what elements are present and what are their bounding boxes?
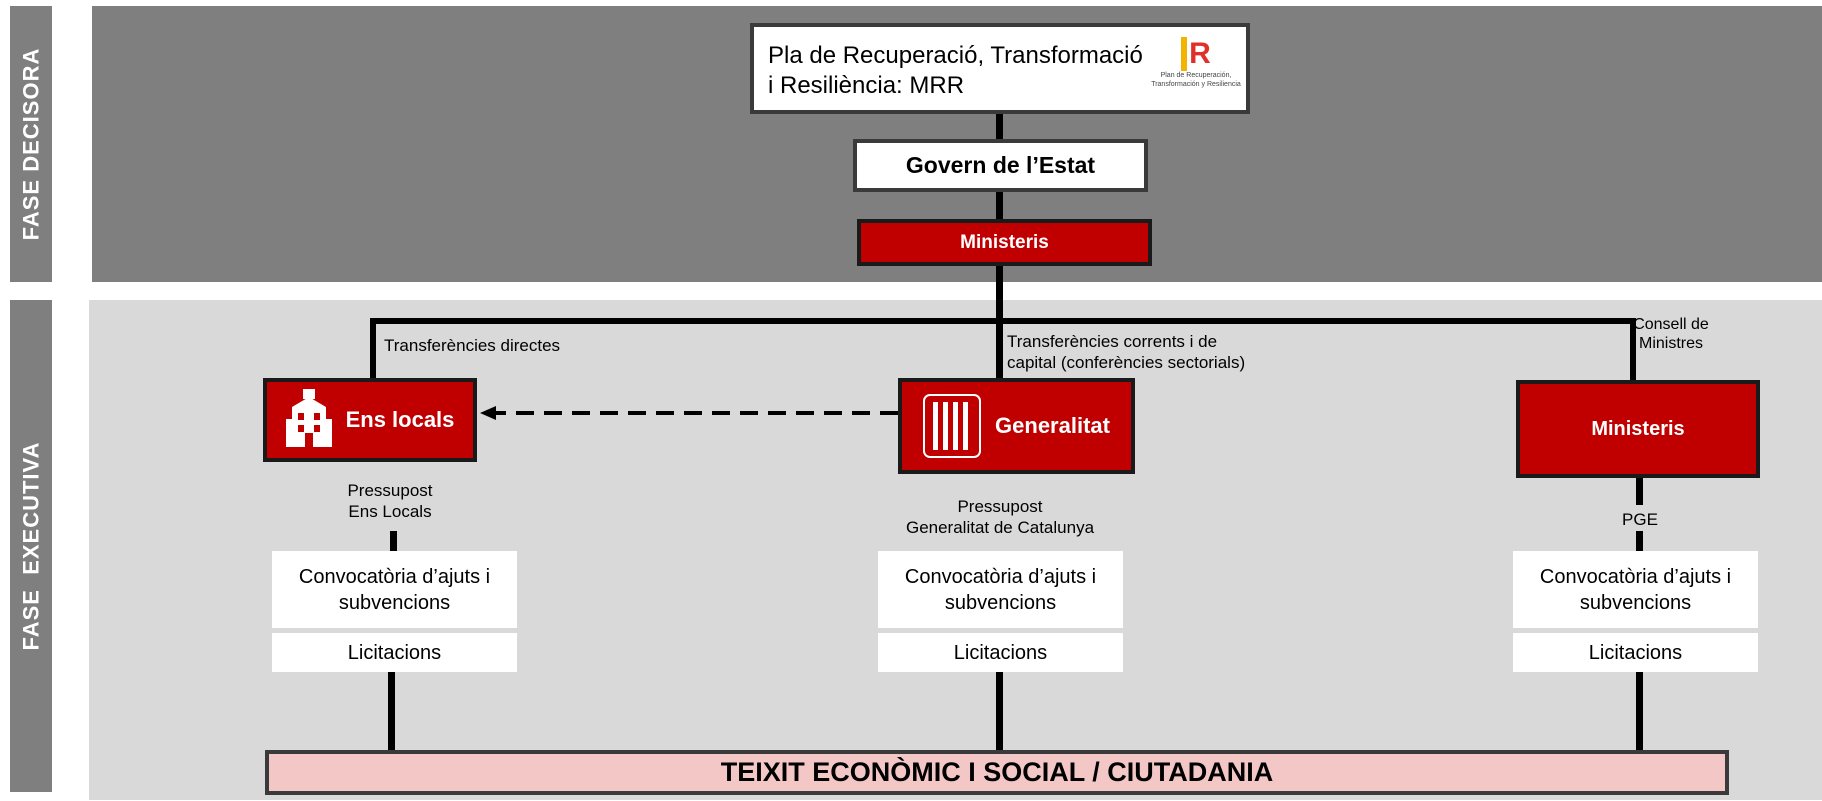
fase-executiva-label: FASE EXECUTIVA <box>10 300 52 792</box>
govern-estat-label: Govern de l’Estat <box>905 152 1096 178</box>
connector-center-bottom <box>996 672 1003 754</box>
fase-decisora-label: FASE DECISORA <box>10 6 52 282</box>
dashed-arrow <box>480 406 898 420</box>
connector-right-mid2 <box>1636 531 1643 551</box>
pge-label: PGE <box>1622 510 1658 529</box>
consell-ministres-label: Consell de Ministres <box>1633 316 1709 352</box>
mrr-title-line1: Pla de Recuperació, Transformació <box>768 42 1143 69</box>
generalitat-box: Generalitat <box>898 378 1135 474</box>
connector-left-mid <box>390 531 397 551</box>
teixit-economic-label: TEIXIT ECONÒMIC I SOCIAL / CIUTADANIA <box>720 757 1274 787</box>
connector-right-bottom <box>1636 672 1643 754</box>
licitacions-ministeris: Licitacions <box>1513 633 1758 672</box>
licitacions-generalitat: Licitacions <box>878 633 1123 672</box>
ministeris-top-label: Ministeris <box>960 231 1049 253</box>
generalitat-label: Generalitat <box>995 413 1110 438</box>
ens-locals-label: Ens locals <box>345 407 455 432</box>
pressupost-generalitat-label: Pressupost Generalitat de Catalunya <box>905 497 1095 537</box>
ministeris-right-label: Ministeris <box>1591 417 1685 440</box>
ministeris-top-box: Ministeris <box>857 219 1152 266</box>
mrr-title-line2: i Resiliència: MRR <box>768 72 965 99</box>
connector-right-down <box>1630 318 1636 380</box>
connector-left-bottom <box>388 672 395 754</box>
teixit-economic-bar: TEIXIT ECONÒMIC I SOCIAL / CIUTADANIA <box>265 750 1729 795</box>
town-hall-icon <box>285 389 332 447</box>
connector-horizontal <box>370 318 1636 324</box>
licitacions-ens-locals: Licitacions <box>272 633 517 672</box>
ministeris-right-box: Ministeris <box>1516 380 1760 478</box>
generalitat-shield-icon <box>923 394 982 458</box>
executiva-band <box>89 300 1822 800</box>
transferencies-corrents-label: Transferències corrents i de capital (co… <box>1007 332 1246 372</box>
connector-left-down <box>370 318 376 380</box>
govern-estat-box: Govern de l’Estat <box>853 139 1148 192</box>
mrr-box: Pla de Recuperació, Transformació i Resi… <box>750 23 1250 114</box>
ens-locals-box: Ens locals <box>263 378 477 462</box>
connector-right-mid1 <box>1636 477 1643 505</box>
recovery-plan-logo: R Plan de Recuperación, Transformación y… <box>1151 37 1241 88</box>
logo-r-icon: R <box>1181 37 1211 71</box>
transferencies-directes-label: Transferències directes <box>384 336 561 355</box>
pressupost-ens-locals-label: Pressupost Ens Locals <box>347 481 433 521</box>
